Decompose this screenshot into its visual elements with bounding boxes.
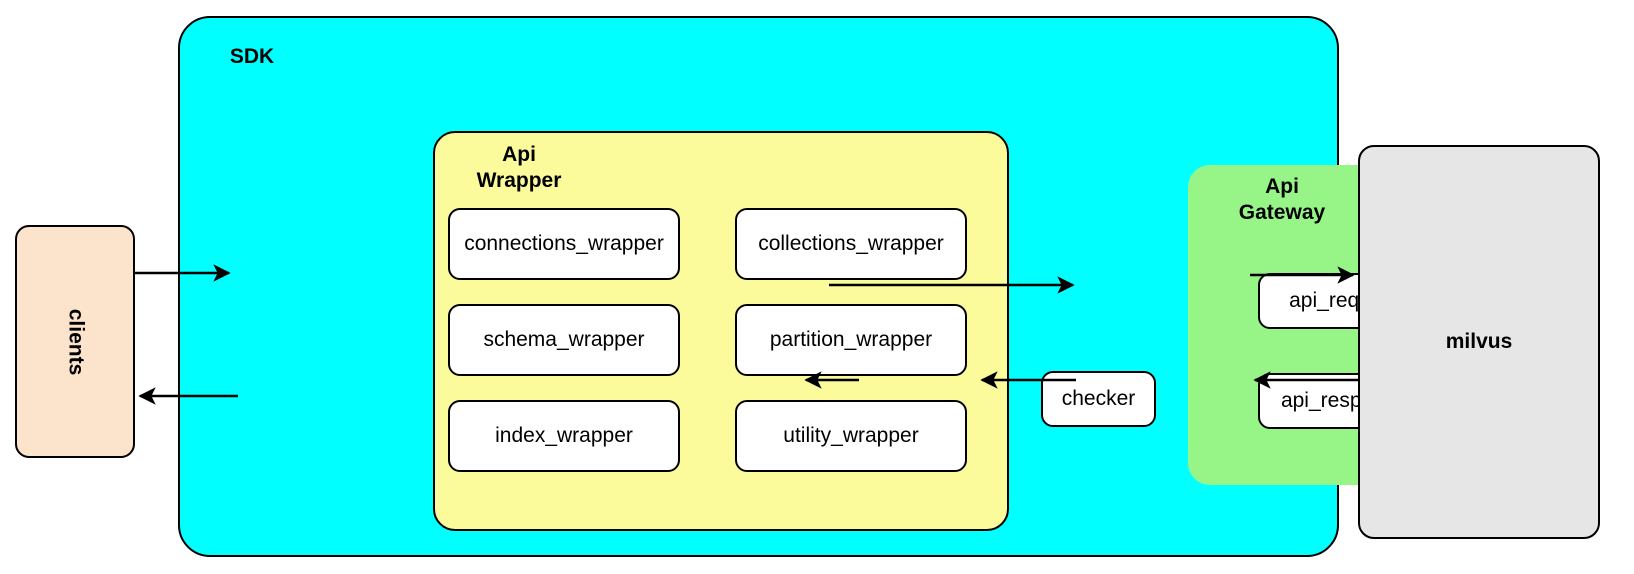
card-connections-wrapper[interactable]: connections_wrapper [448, 208, 680, 280]
card-collections-wrapper-label: collections_wrapper [758, 232, 944, 255]
node-checker-label: checker [1061, 387, 1136, 410]
card-schema-wrapper[interactable]: schema_wrapper [448, 304, 680, 376]
card-index-wrapper-label: index_wrapper [495, 424, 633, 447]
node-milvus[interactable]: milvus [1358, 145, 1600, 539]
node-clients[interactable]: clients [15, 225, 135, 458]
node-clients-label: clients [64, 308, 87, 375]
group-sdk[interactable]: SDK Api Wrapper connections_wrapper coll… [178, 16, 1468, 557]
card-utility-wrapper-label: utility_wrapper [783, 424, 919, 447]
group-api-wrapper[interactable]: Api Wrapper connections_wrapper collecti… [433, 131, 1009, 531]
group-sdk-label: SDK [229, 45, 275, 68]
card-connections-wrapper-label: connections_wrapper [464, 232, 664, 255]
card-index-wrapper[interactable]: index_wrapper [448, 400, 680, 472]
group-api-gateway-label: Api Gateway [1238, 175, 1326, 224]
card-collections-wrapper[interactable]: collections_wrapper [735, 208, 967, 280]
card-schema-wrapper-label: schema_wrapper [483, 328, 645, 351]
node-checker[interactable]: checker [1041, 371, 1156, 427]
card-utility-wrapper[interactable]: utility_wrapper [735, 400, 967, 472]
group-api-wrapper-label: Api Wrapper [476, 143, 562, 192]
card-partition-wrapper[interactable]: partition_wrapper [735, 304, 967, 376]
node-milvus-label: milvus [1445, 330, 1513, 353]
card-partition-wrapper-label: partition_wrapper [769, 328, 933, 351]
